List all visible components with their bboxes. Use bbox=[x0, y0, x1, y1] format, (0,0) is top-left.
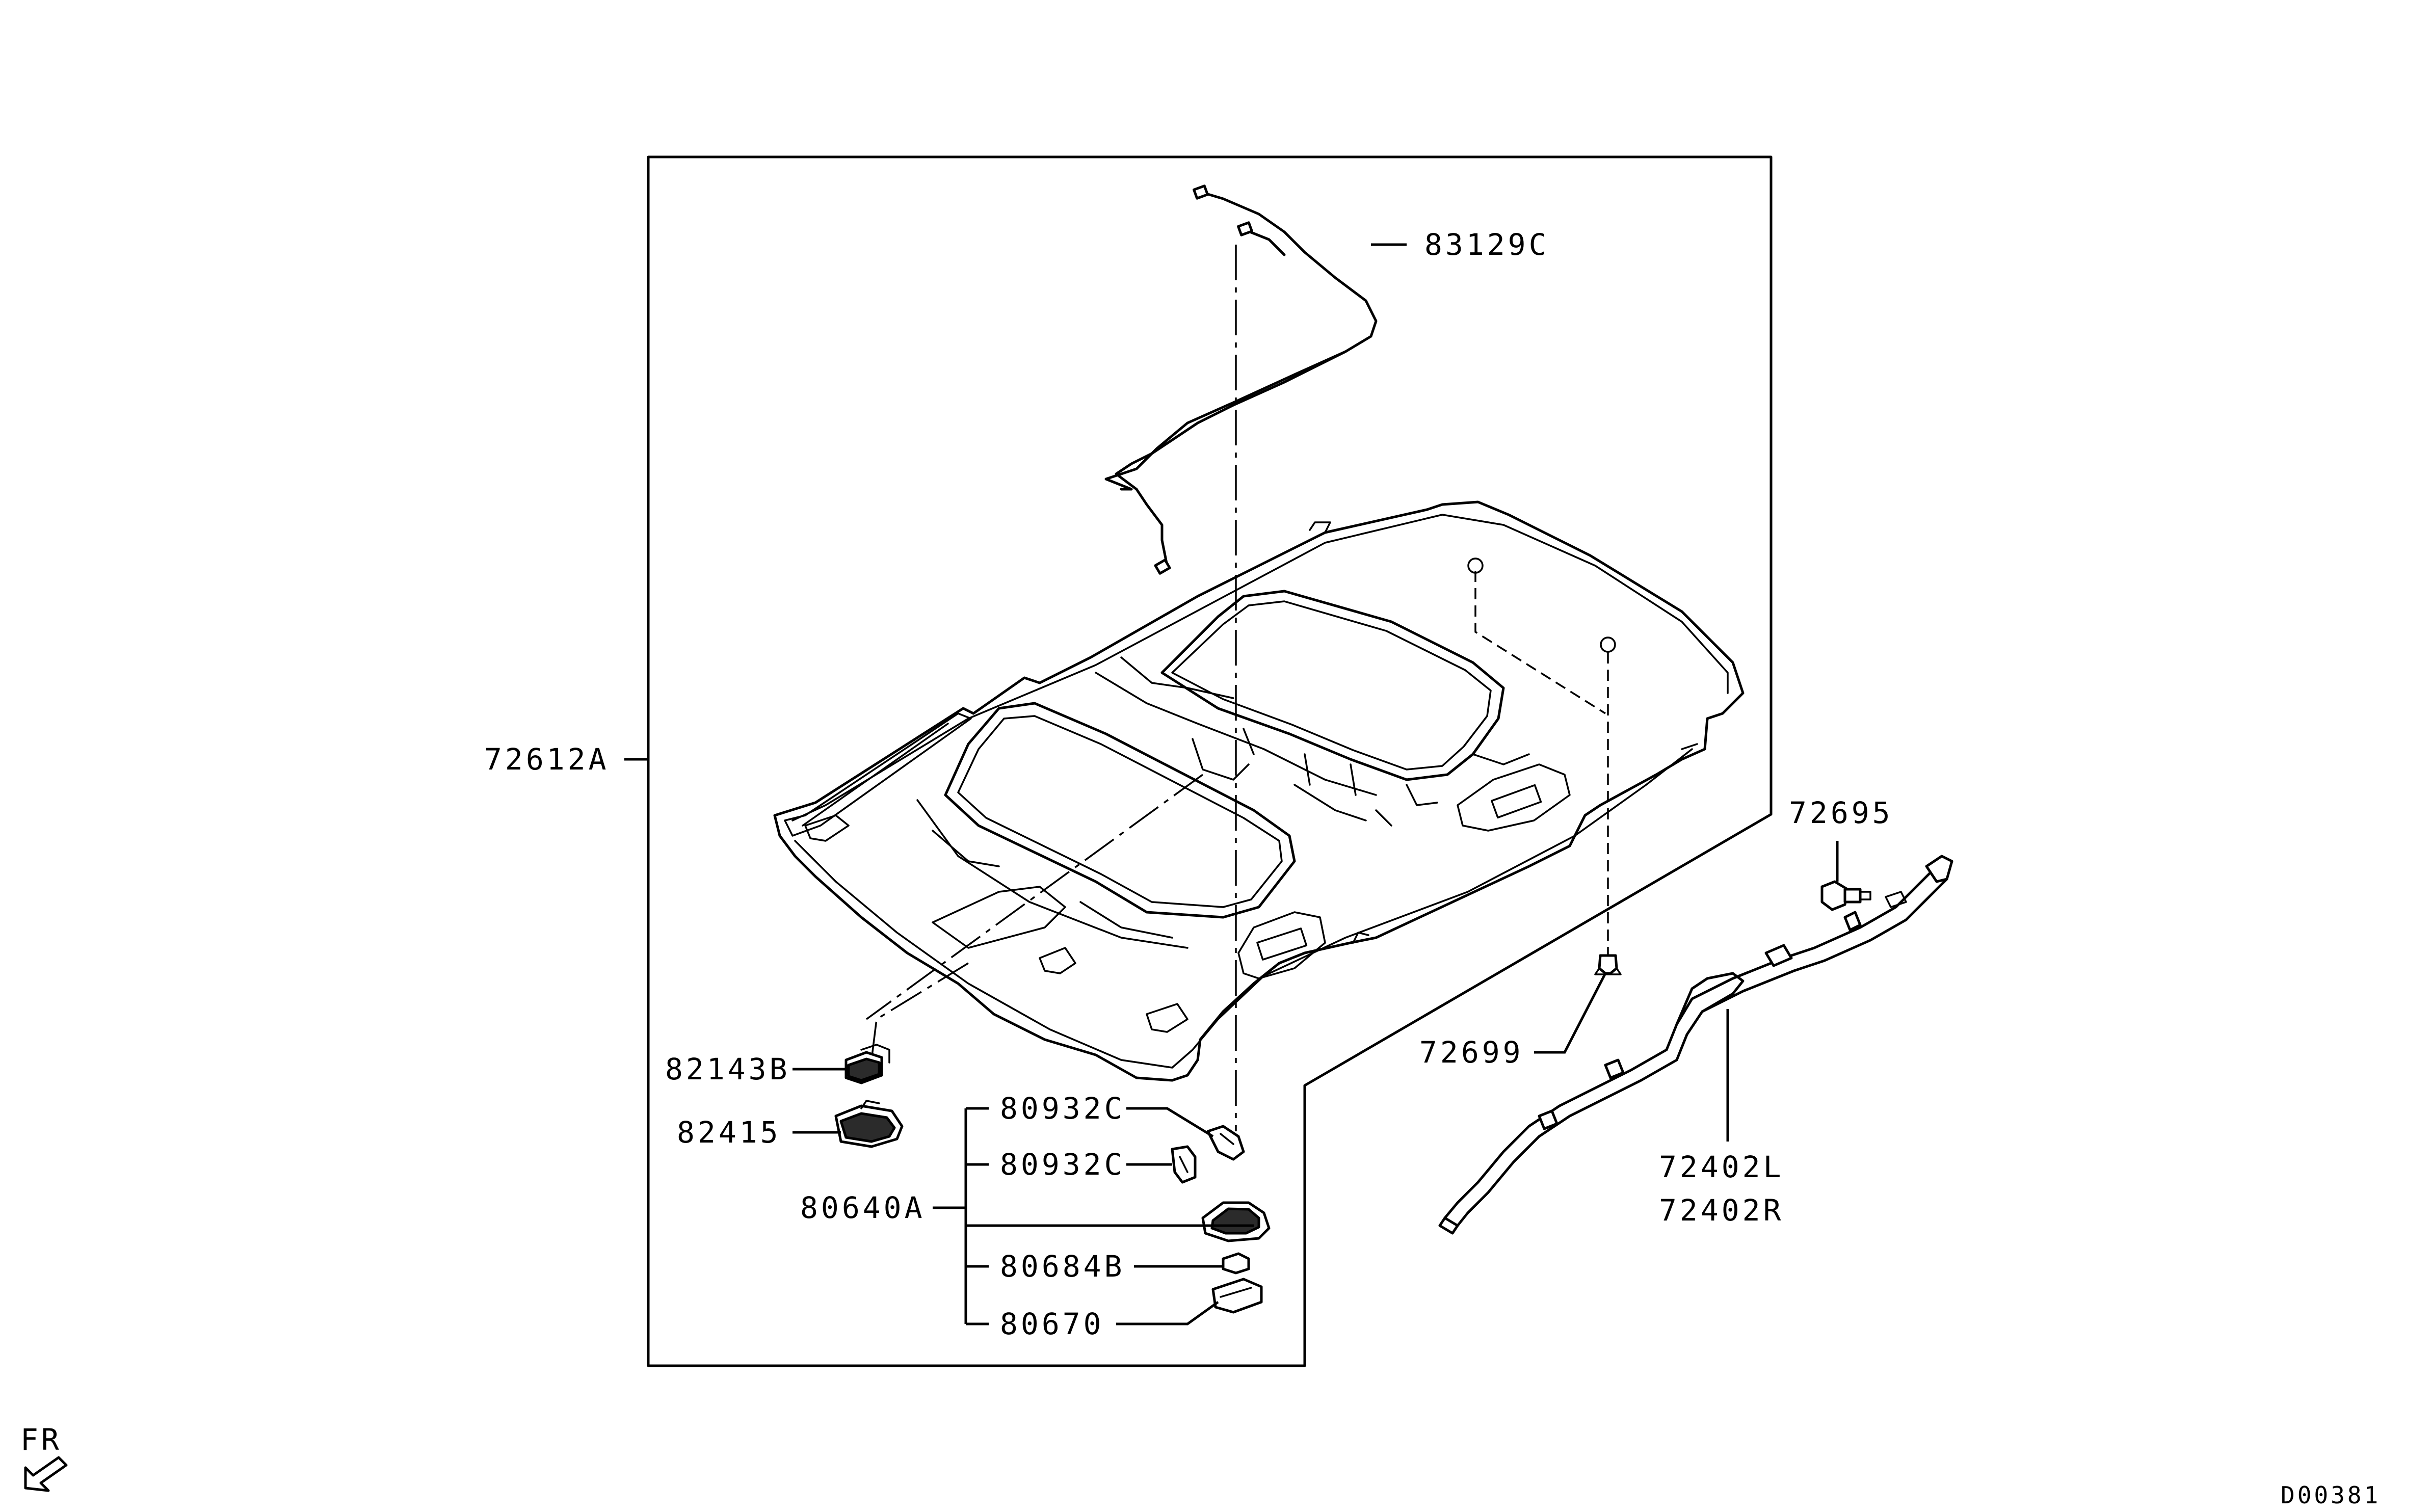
label-80670: 80670 bbox=[1000, 1307, 1104, 1341]
label-72695: 72695 bbox=[1789, 795, 1893, 830]
headlining-panel bbox=[773, 500, 1745, 1082]
wire-harness bbox=[1104, 184, 1378, 575]
label-80684b: 80684B bbox=[1000, 1249, 1125, 1284]
lens-80670 bbox=[1211, 1278, 1263, 1314]
front-label: FR bbox=[20, 1422, 62, 1457]
bracket-80932c-1 bbox=[1206, 1125, 1245, 1161]
lamp-82415 bbox=[834, 1100, 904, 1148]
dome-lamp-80640a bbox=[1201, 1201, 1271, 1242]
label-80932c-1: 80932C bbox=[1000, 1091, 1125, 1126]
label-82415: 82415 bbox=[677, 1115, 781, 1150]
leader-bracket-group bbox=[933, 1107, 1254, 1325]
label-72699: 72699 bbox=[1419, 1035, 1524, 1070]
diagram-frame bbox=[647, 155, 1773, 1367]
leader-80932c-1 bbox=[1126, 1107, 1214, 1138]
leader-80670 bbox=[1116, 1301, 1219, 1325]
label-82143b: 82143B bbox=[665, 1052, 790, 1086]
label-72402l: 72402L bbox=[1659, 1150, 1784, 1184]
label-72612a: 72612A bbox=[484, 742, 610, 777]
curtain-airbag bbox=[1438, 855, 1953, 1235]
label-80932c-2: 80932C bbox=[1000, 1147, 1125, 1182]
label-83129c: 83129C bbox=[1424, 227, 1550, 262]
clip-72695 bbox=[1820, 880, 1871, 911]
label-72402r: 72402R bbox=[1659, 1193, 1784, 1228]
bracket-80932c-2 bbox=[1171, 1145, 1197, 1184]
clip-dashed-lines bbox=[1474, 571, 1609, 958]
drawing-number: D00381 bbox=[2281, 1481, 2381, 1509]
alignment-line-maplamp bbox=[865, 774, 1204, 1020]
label-80640a: 80640A bbox=[800, 1190, 926, 1225]
alignment-line-82143b bbox=[870, 962, 969, 1060]
front-direction-indicator: FR bbox=[20, 1422, 68, 1492]
lamp-82143b bbox=[844, 1044, 890, 1084]
leader-72699 bbox=[1534, 972, 1607, 1054]
clip-72699 bbox=[1594, 954, 1622, 975]
bulb-80684b bbox=[1222, 1252, 1250, 1275]
front-arrow-icon bbox=[24, 1456, 68, 1492]
